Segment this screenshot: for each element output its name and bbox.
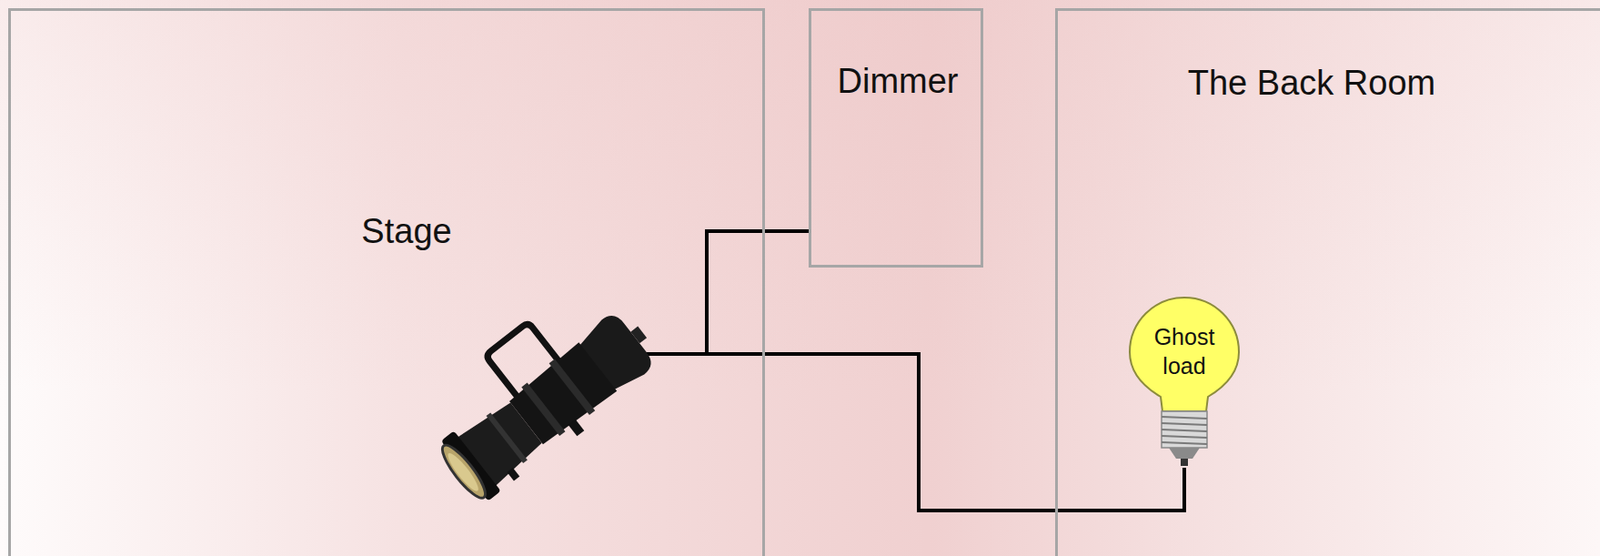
bulb-shape bbox=[1127, 294, 1242, 468]
spotlight bbox=[408, 270, 668, 510]
ghost-load-bulb: Ghost load bbox=[1127, 294, 1242, 468]
region-title: Dimmer bbox=[837, 61, 959, 102]
cable bbox=[706, 231, 1185, 511]
bulb-label: Ghost load bbox=[1142, 322, 1227, 382]
bulb-label-area: Ghost load bbox=[1127, 307, 1242, 395]
back-room-region: The Back RoomGhost load bbox=[1055, 8, 1600, 556]
region-title: The Back Room bbox=[1187, 63, 1436, 104]
region-title: Stage bbox=[361, 211, 452, 252]
dimmer-box: Dimmer bbox=[808, 8, 984, 268]
stage-region: Stage bbox=[8, 8, 765, 556]
